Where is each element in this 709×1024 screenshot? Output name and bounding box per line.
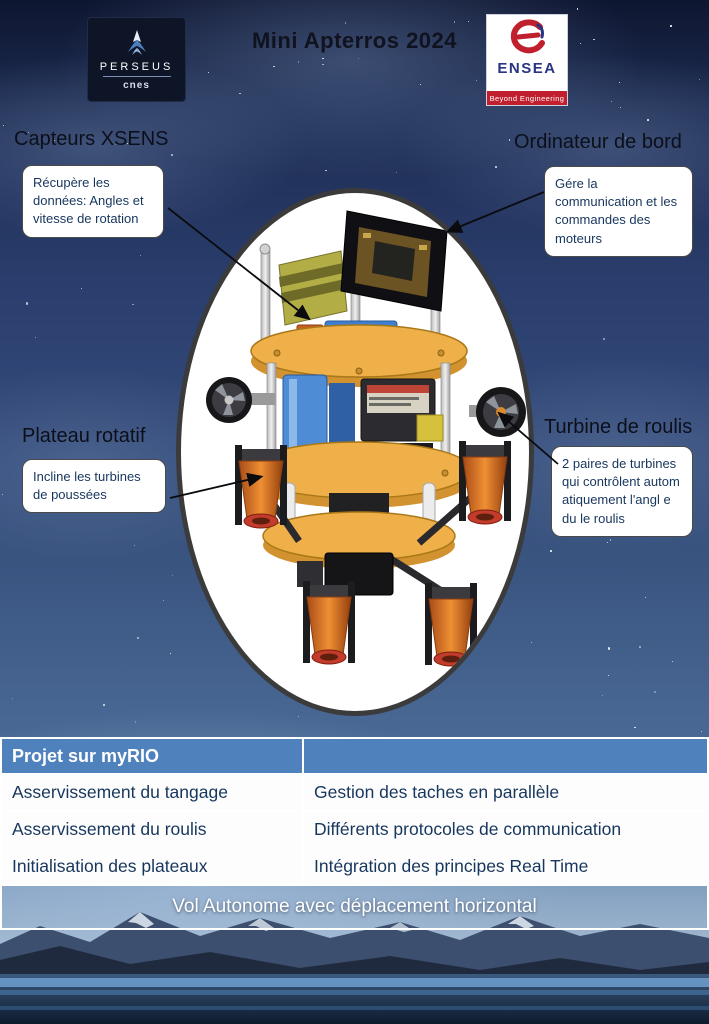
star [239,92,242,95]
star [2,124,5,127]
star [508,139,511,142]
star [133,545,135,547]
star [619,106,622,109]
star [550,550,552,552]
star [420,84,422,86]
table-cell-taches: Gestion des taches en parallèle [304,775,709,812]
star [576,7,579,10]
ensea-tagline: Beyond Engineering [487,91,567,105]
star [395,172,397,174]
ensea-logo: ENSEA Beyond Engineering [487,15,567,105]
star [81,288,83,290]
drone-render [206,210,526,667]
star [171,154,174,156]
star [530,641,532,643]
star [35,337,37,338]
ensea-name: ENSEA [497,60,557,77]
drone-illustration [176,188,534,716]
table-header-left: Projet sur myRIO [2,739,304,775]
callout-capteurs-xsens: Récupère les données: Angles et vitesse … [22,165,164,238]
star [468,20,470,22]
star [494,165,498,168]
table-header-right [304,739,709,775]
star [654,691,657,694]
star [139,255,141,257]
star [634,726,636,729]
star [25,302,29,305]
project-table: Projet sur myRIO Asservissement du tanga… [0,737,709,930]
star [699,79,701,81]
star [607,647,611,650]
star [134,721,137,723]
star [1,493,3,495]
label-ordinateur-de-bord: Ordinateur de bord [514,131,682,153]
table-cell-tangage: Asservissement du tangage [2,775,304,812]
star [618,82,620,84]
star [344,21,347,24]
star [170,653,172,655]
star [273,65,275,68]
callout-ordinateur-de-bord: Gére la communication et les commandes d… [544,166,693,257]
star [638,645,642,649]
perseus-name: PERSEUS [99,61,174,73]
star [670,25,672,27]
star [609,539,612,541]
label-turbine-de-roulis: Turbine de roulis [544,416,693,438]
star [322,63,325,66]
callout-turbine-de-roulis: 2 paires de turbines qui contrôlent auto… [551,446,693,537]
star [298,716,299,718]
star [297,61,300,63]
label-plateau-rotatif: Plateau rotatif [22,425,146,447]
star [162,600,164,602]
star [607,542,609,544]
star [610,100,612,102]
label-capteurs-xsens: Capteurs XSENS [14,128,169,150]
star [647,119,649,121]
star [12,697,13,699]
star [322,57,324,60]
star [672,661,674,663]
table-cell-roulis: Asservissement du roulis [2,812,304,849]
landscape-image [0,912,709,1024]
star [103,704,105,706]
star [645,597,647,599]
perseus-rocket-icon [127,30,146,55]
table-footer: Vol Autonome avec déplacement horizontal [2,886,709,930]
table-cell-realtime: Intégration des principes Real Time [304,849,709,886]
table-cell-protocoles: Différents protocoles de communication [304,812,709,849]
ensea-swirl-icon [510,19,545,54]
star [358,57,360,59]
cnes-label: cnes [123,80,150,91]
star [700,730,703,733]
star [325,169,327,172]
table-cell-plateaux: Initialisation des plateaux [2,849,304,886]
perseus-divider [102,76,171,77]
star [172,575,174,577]
star [453,21,456,23]
page-title: Mini Apterros 2024 [251,28,458,53]
arrow-computer [445,191,545,233]
star [601,694,603,696]
star [602,338,605,340]
star [208,72,210,74]
star [132,303,134,306]
star [476,80,478,82]
perseus-logo: PERSEUS cnes [88,18,185,101]
star [137,637,139,639]
star [608,675,610,677]
callout-plateau-rotatif: Incline les turbines de poussées [22,459,166,514]
